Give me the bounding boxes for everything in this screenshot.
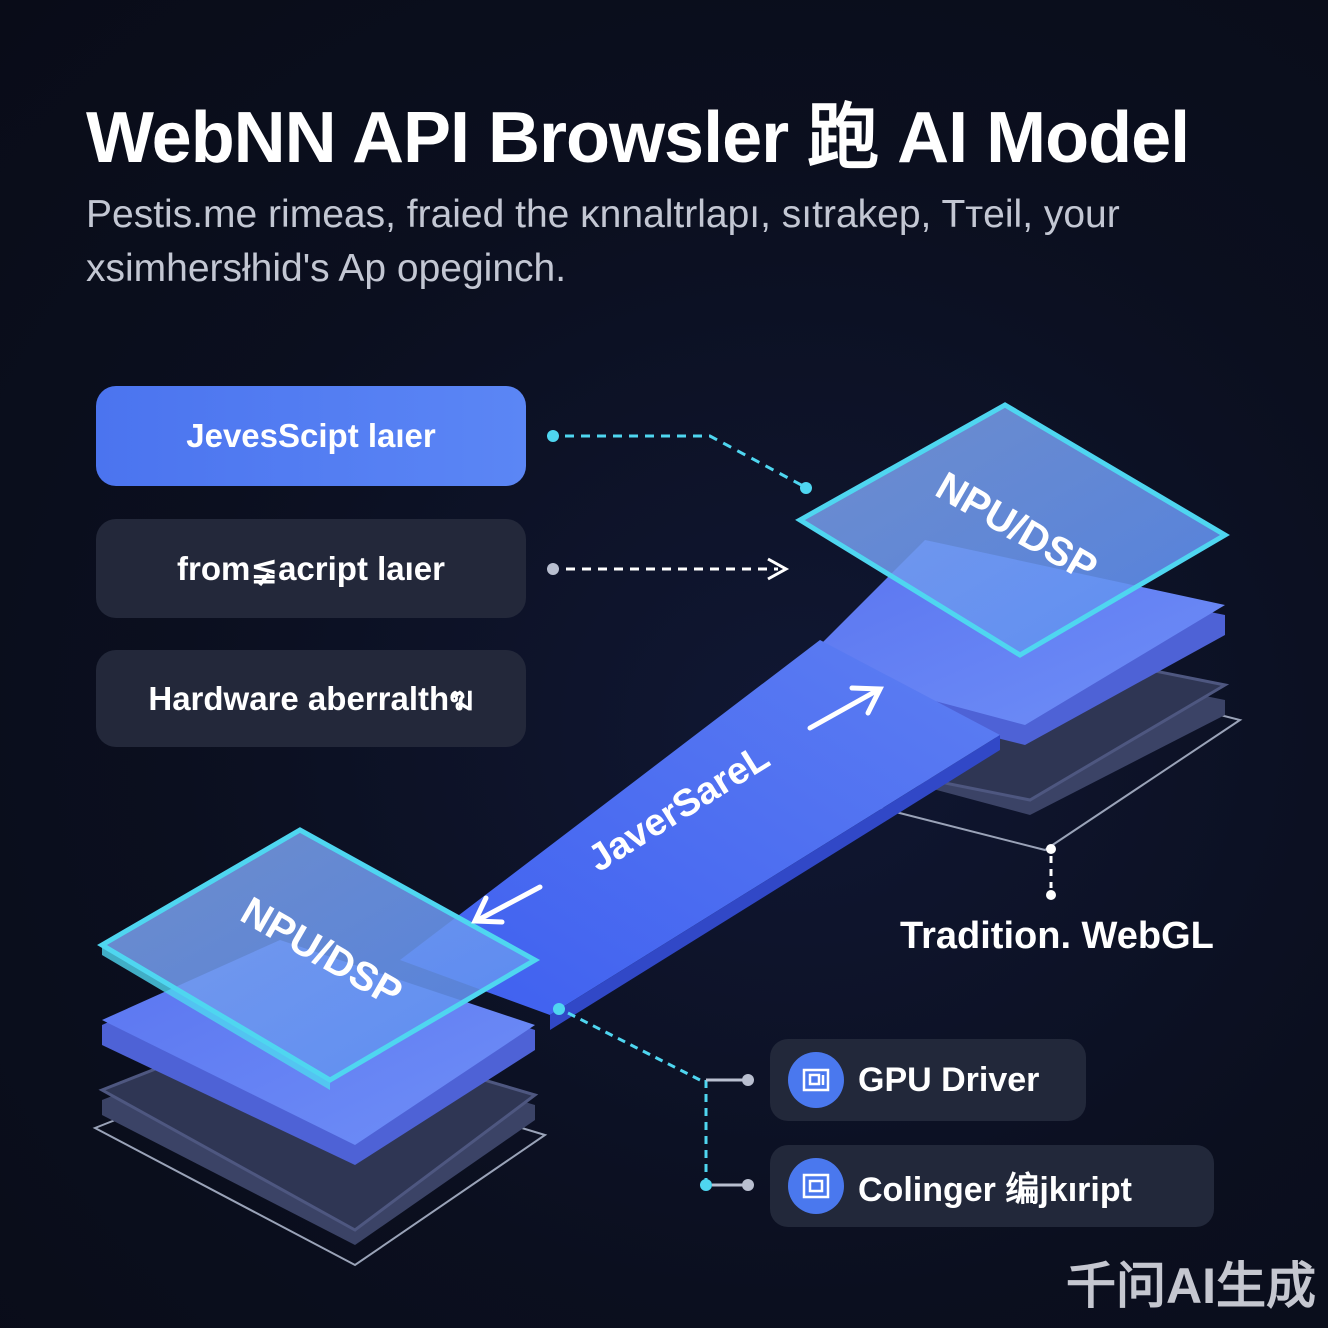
bridge-slab [400, 640, 1000, 1015]
connector-js [547, 430, 812, 494]
top-npu-chip: NPU/DSP [795, 402, 1230, 658]
connector-webgl [1046, 844, 1056, 900]
bottom-npu-chip: NPU/DSP [97, 827, 541, 1090]
page-subtitle: Pestis.me rimeas, fraied the ĸnnaltrlapı… [86, 193, 1120, 290]
page-title: WebNN API Browsler 跑 AI Model [86, 98, 1190, 178]
webgl-label: Tradition. WebGL [900, 915, 1214, 957]
layer-javascript[interactable]: JevesScipt laıer [96, 386, 526, 486]
layer-hardware[interactable]: Hardware aberralthฆ [96, 650, 526, 747]
connector-drivers [553, 1003, 754, 1191]
arrow-down-icon [471, 884, 543, 925]
arrow-right-icon [767, 557, 790, 581]
compiler-chip-icon [788, 1158, 844, 1214]
connector-from-script [547, 557, 790, 581]
arrow-up-icon [807, 685, 884, 731]
compiler-item[interactable]: Colinger 编jkıript [770, 1145, 1214, 1227]
gpu-driver-label: GPU Driver [858, 1060, 1040, 1099]
watermark: 千问AI生成 [1066, 1258, 1316, 1314]
gpu-chip-icon [788, 1052, 844, 1108]
compiler-label: Colinger 编jkıript [858, 1170, 1132, 1209]
layer-from-script[interactable]: from≨acript laıer [96, 519, 526, 618]
gpu-driver-item[interactable]: GPU Driver [770, 1039, 1086, 1121]
